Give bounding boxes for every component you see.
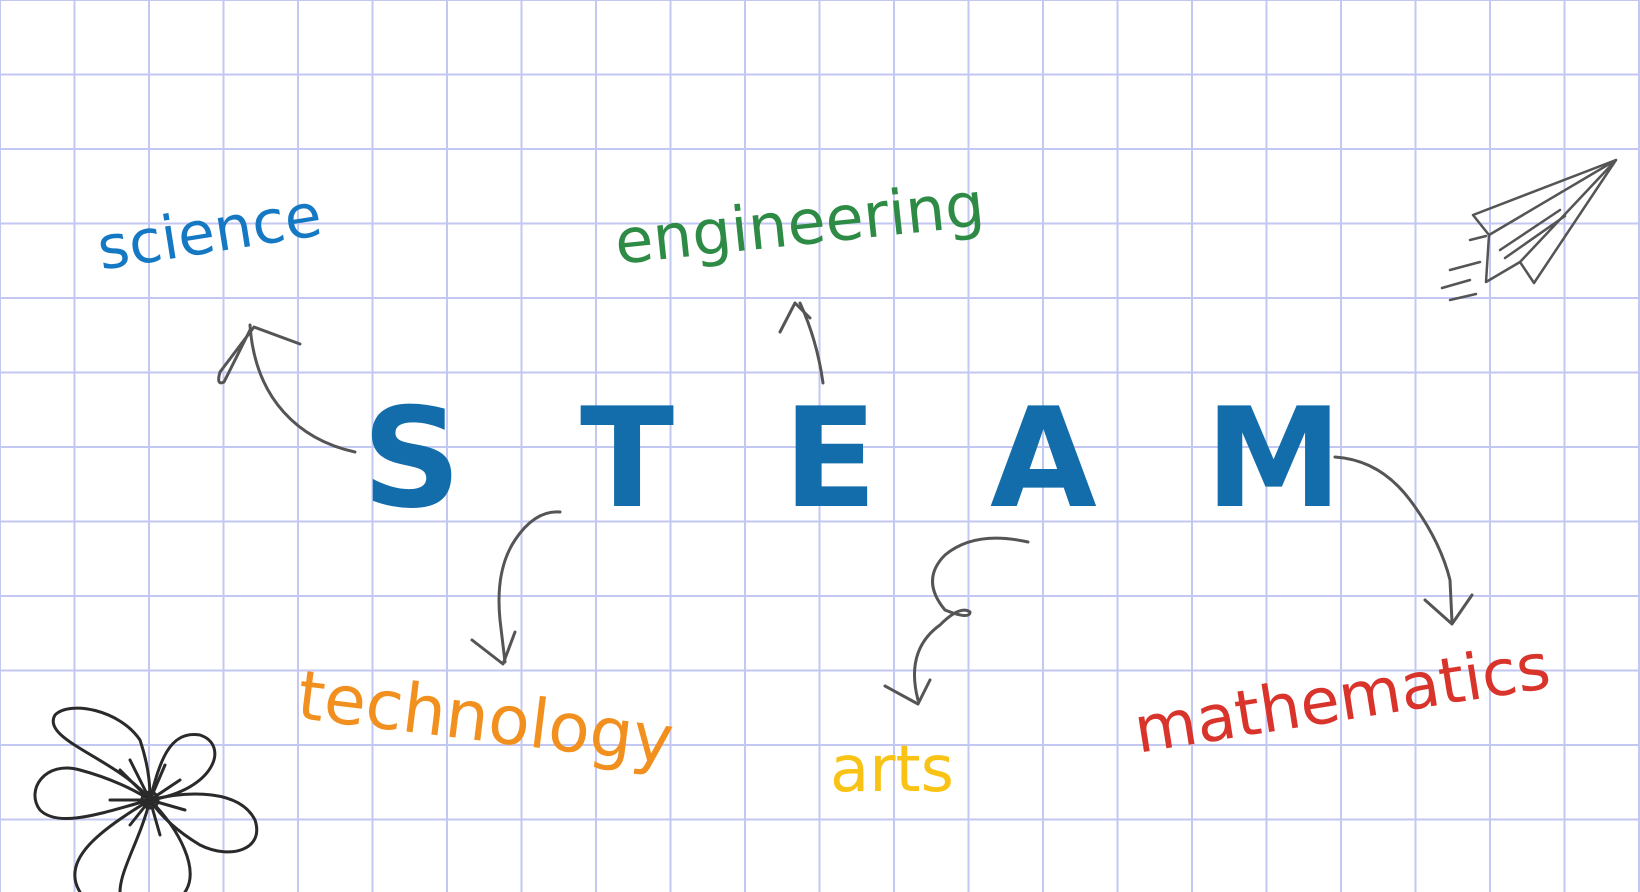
arrow-to-mathematics xyxy=(1333,455,1474,626)
steam-letter-s: S xyxy=(362,378,462,539)
arrow-to-arts xyxy=(883,536,1030,706)
paper-plane-icon xyxy=(1440,158,1618,302)
arrow-to-engineering xyxy=(778,301,825,385)
steam-letter-t: T xyxy=(580,378,675,539)
steam-letter-m: M xyxy=(1205,378,1343,539)
label-arts: arts xyxy=(830,733,954,807)
steam-letter-a: A xyxy=(990,378,1097,539)
arrow-to-technology xyxy=(470,510,562,666)
steam-letter-e: E xyxy=(783,378,878,539)
flower-icon xyxy=(33,706,259,892)
arrow-to-science xyxy=(217,323,357,454)
